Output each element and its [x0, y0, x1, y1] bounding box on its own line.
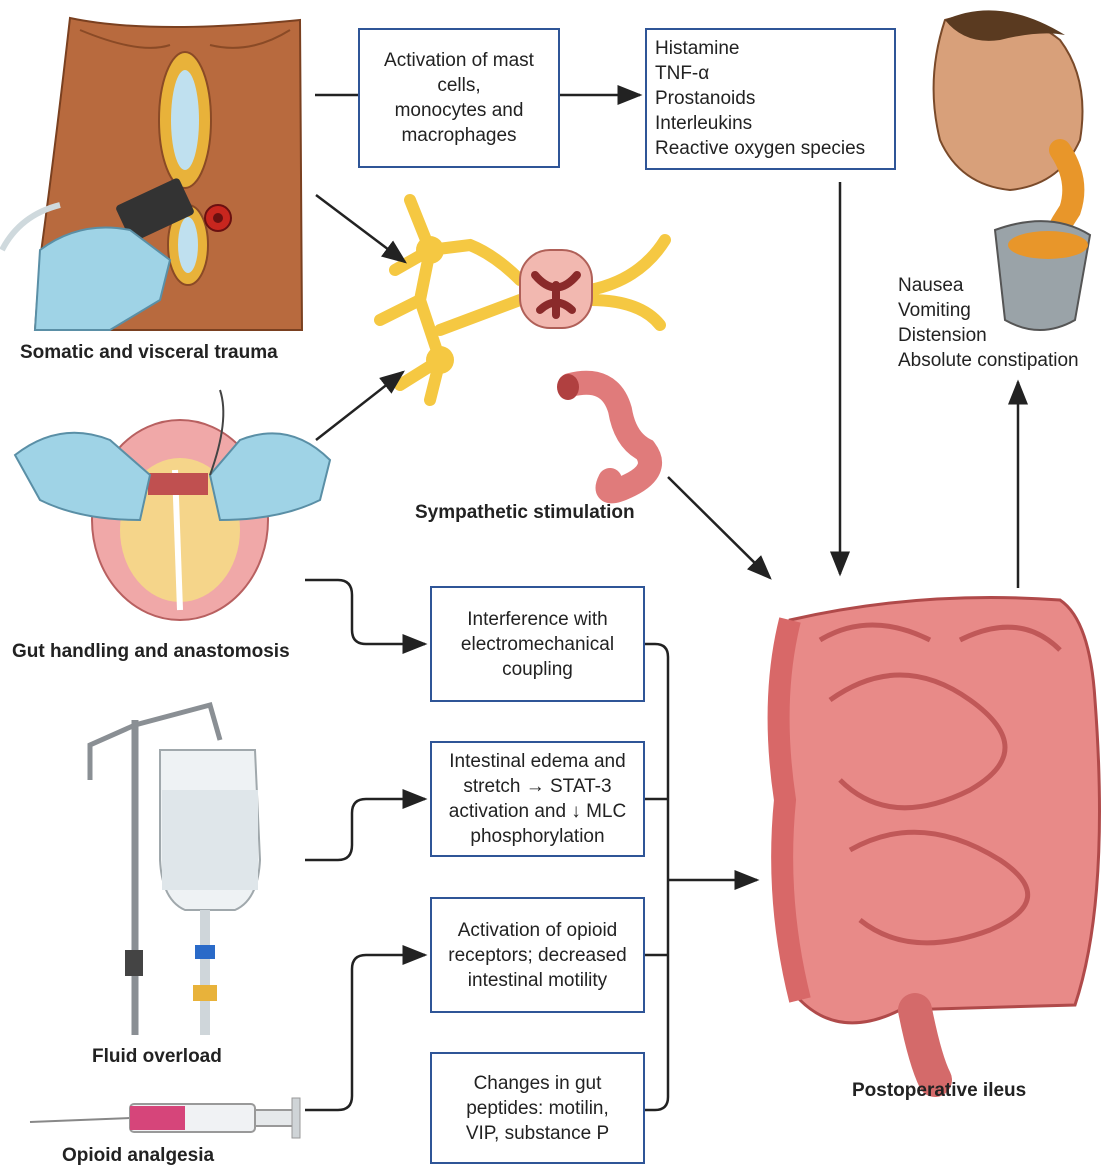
opioid-analgesia-label: Opioid analgesia	[62, 1145, 214, 1167]
box-line: Intestinal edema and	[449, 749, 626, 774]
box-line: Activation of mast cells,	[368, 48, 550, 98]
sympathetic-label: Sympathetic stimulation	[415, 502, 635, 524]
gut-segment-illustration	[557, 374, 650, 491]
box-line: Changes in gut	[466, 1071, 609, 1096]
mediator-item: TNF-α	[655, 61, 886, 86]
box-line: macrophages	[368, 123, 550, 148]
intestinal-edema-box: Intestinal edema and stretch → STAT-3 ac…	[430, 741, 645, 857]
postoperative-ileus-label: Postoperative ileus	[852, 1080, 1026, 1102]
box-line: VIP, substance P	[466, 1121, 609, 1146]
mediator-item: Reactive oxygen species	[655, 136, 886, 161]
box-line: phosphorylation	[449, 824, 626, 849]
mediator-item: Prostanoids	[655, 86, 886, 111]
symptoms-list: Nausea Vomiting Distension Absolute cons…	[898, 273, 1079, 373]
mast-cell-activation-box: Activation of mast cells, monocytes and …	[358, 28, 560, 168]
box-line: Interference with	[461, 607, 614, 632]
iv-drip-illustration	[90, 705, 260, 1035]
box-line: receptors; decreased	[448, 943, 627, 968]
symptom-item: Nausea	[898, 273, 1079, 298]
opioid-receptors-box: Activation of opioid receptors; decrease…	[430, 897, 645, 1013]
symptom-item: Distension	[898, 323, 1079, 348]
fluid-overload-label: Fluid overload	[92, 1046, 222, 1068]
mediator-item: Interleukins	[655, 111, 886, 136]
box-line: monocytes and	[368, 98, 550, 123]
trauma-label: Somatic and visceral trauma	[20, 342, 278, 364]
intestines-illustration	[779, 598, 1100, 1081]
box-line: coupling	[461, 657, 614, 682]
box-line: stretch → STAT-3	[449, 774, 626, 799]
box-line: intestinal motility	[448, 968, 627, 993]
symptom-item: Absolute constipation	[898, 348, 1079, 373]
mediators-box: Histamine TNF-α Prostanoids Interleukins…	[645, 28, 896, 170]
box-line: peptides: motilin,	[466, 1096, 609, 1121]
symptom-item: Vomiting	[898, 298, 1079, 323]
hands-anastomosis-illustration	[15, 390, 330, 620]
gut-handling-label: Gut handling and anastomosis	[12, 641, 290, 663]
electromechanical-coupling-box: Interference with electromechanical coup…	[430, 586, 645, 702]
gut-peptides-box: Changes in gut peptides: motilin, VIP, s…	[430, 1052, 645, 1164]
mediator-item: Histamine	[655, 36, 886, 61]
nerve-spinal-cord-illustration	[380, 200, 665, 400]
abdomen-illustration	[2, 18, 302, 330]
syringe-illustration	[30, 1098, 300, 1138]
box-line: electromechanical	[461, 632, 614, 657]
box-line: Activation of opioid	[448, 918, 627, 943]
box-line: activation and ↓ MLC	[449, 799, 626, 824]
